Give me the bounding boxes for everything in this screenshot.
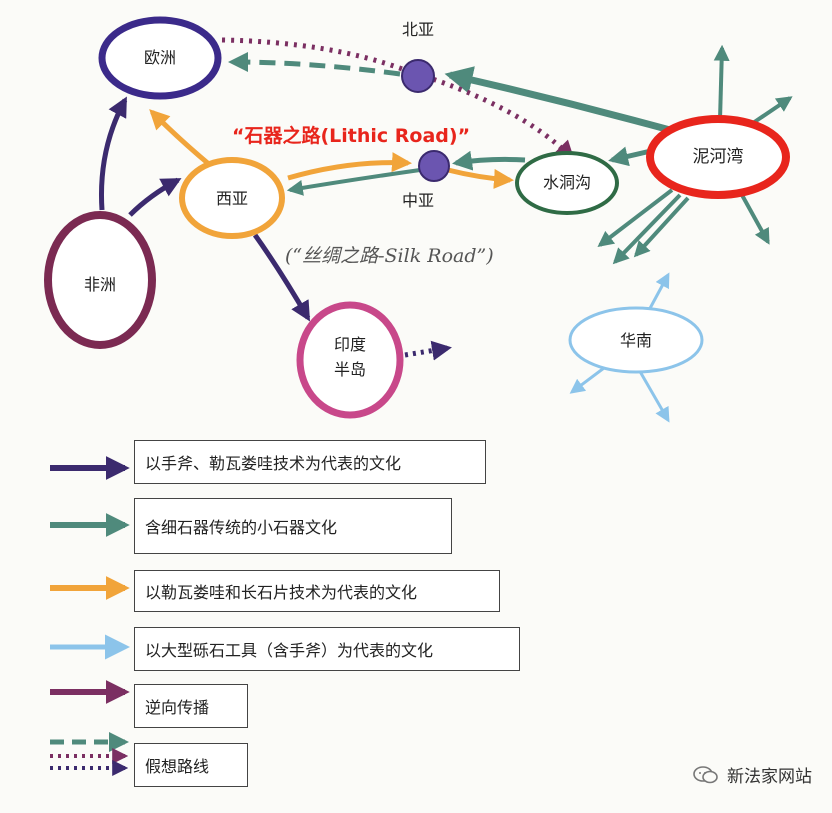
- arrow-africa-westasia: [128, 177, 182, 217]
- node-shuidonggou-label: 水洞沟: [543, 173, 591, 192]
- arrow-southchina-n: [646, 272, 670, 313]
- arrow-westasia-europe: [149, 109, 212, 167]
- node-nihewan-label: 泥河湾: [693, 147, 744, 167]
- arrow-southchina-se: [636, 367, 670, 423]
- arrow-nihewan-n: [713, 44, 730, 121]
- arrow-nihewan-ne: [748, 96, 793, 127]
- node-shuidonggou: [515, 151, 619, 215]
- silk-road-label: (“丝绸之路-Silk Road”): [285, 245, 494, 267]
- hub-north-asia: [401, 59, 435, 93]
- node-europe: [98, 16, 222, 100]
- node-europe-label: 欧洲: [144, 48, 176, 67]
- arrow-africa-europe: [99, 96, 128, 211]
- arrow-westasia-centralasia: [287, 152, 412, 181]
- arrow-centralasia-shuidonggou: [447, 167, 514, 189]
- node-north-asia-label: 北亚: [402, 20, 434, 39]
- legend-item-microlithic: 含细石器传统的小石器文化: [134, 498, 452, 554]
- node-africa: [44, 211, 156, 349]
- node-south-china-label: 华南: [620, 331, 652, 350]
- watermark-text: 新法家网站: [727, 767, 812, 787]
- node-india-label-2: 半岛: [334, 360, 366, 379]
- arrow-westasia-india: [252, 233, 311, 322]
- arrow-india-east-dotted: [404, 340, 452, 361]
- watermark: 新法家网站: [693, 762, 812, 787]
- legend-item-large-pebble-tool: 以大型砾石工具（含手斧）为代表的文化: [134, 627, 520, 671]
- node-nihewan: [646, 115, 790, 199]
- arrow-nihewan-northasia: [444, 66, 671, 134]
- arrow-northasia-europe-dashed: [228, 52, 401, 77]
- node-central-asia-label: 中亚: [402, 191, 434, 210]
- node-south-china: [568, 306, 704, 374]
- node-india: [296, 301, 404, 419]
- node-africa-label: 非洲: [84, 275, 116, 294]
- arrow-shuidonggou-centralasia: [452, 150, 526, 171]
- hub-central-asia: [418, 150, 450, 182]
- legend-item-hypothetical-route: 假想路线: [134, 743, 248, 787]
- node-india-label-1: 印度: [334, 335, 366, 354]
- arrow-nihewan-sw2: [612, 193, 682, 265]
- legend-arrows: [50, 456, 130, 776]
- node-west-asia: [179, 157, 285, 239]
- arrow-nihewan-sw3: [633, 196, 690, 258]
- legend-item-levallois-blade: 以勒瓦娄哇和长石片技术为代表的文化: [134, 570, 500, 612]
- arrow-nihewan-sw1: [597, 188, 674, 247]
- node-west-asia-label: 西亚: [216, 189, 248, 208]
- legend-item-handaxe-levallois: 以手斧、勒瓦娄哇技术为代表的文化: [134, 440, 486, 484]
- arrow-europe-shuidonggou-dotted: [221, 37, 575, 161]
- legend-item-reverse-spread: 逆向传播: [134, 684, 248, 728]
- wechat-icon: [693, 765, 718, 783]
- lithic-road-label: “石器之路(Lithic Road)”: [232, 124, 470, 147]
- arrow-nihewan-se: [740, 194, 770, 245]
- arrow-centralasia-westasia: [286, 168, 421, 196]
